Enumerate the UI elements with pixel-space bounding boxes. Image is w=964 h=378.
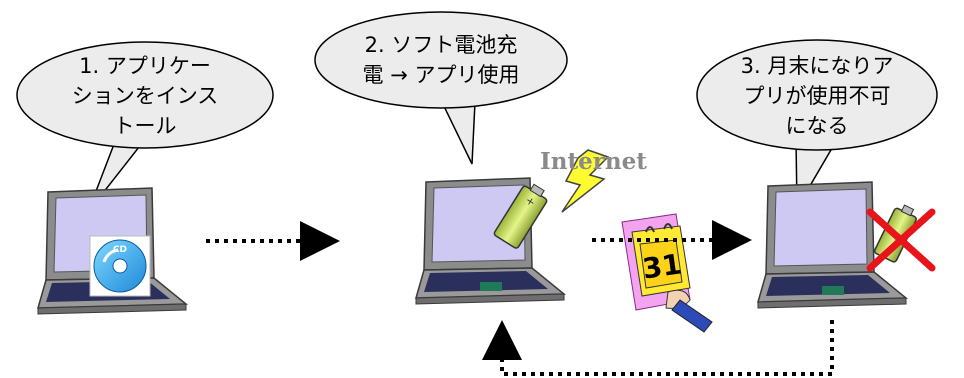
laptop-icon xyxy=(756,181,909,309)
cross-mark-icon xyxy=(866,208,936,272)
calendar-day: 31 xyxy=(640,247,683,285)
step-1-line: ションをインス xyxy=(71,84,219,108)
lightning-bolt-icon xyxy=(561,149,610,213)
step-1-text: 1. アプリケー ションをインス トール xyxy=(62,51,228,141)
cd-icon: CD xyxy=(89,235,151,297)
speech-bubble-step-2 xyxy=(314,11,568,165)
arrow-step-3-back-to-2 xyxy=(482,320,834,376)
step-1-line: トール xyxy=(113,114,177,138)
step-1-line: 1. アプリケー xyxy=(79,54,211,78)
calendar-icon: 31 xyxy=(621,213,713,333)
step-2-text: 2. ソフト電池充 電 → アプリ使用 xyxy=(358,30,524,90)
step-3-line: 3. 月末になりア xyxy=(740,54,894,78)
battery-icon: + xyxy=(493,183,548,249)
laptop-icon xyxy=(414,177,567,305)
cd-label: CD xyxy=(113,245,127,255)
step-3-text: 3. 月末になりア プリが使用不可 になる xyxy=(734,51,900,141)
step-2-line: 2. ソフト電池充 xyxy=(364,33,518,57)
step-2-line: 電 → アプリ使用 xyxy=(362,63,520,87)
internet-label: Internet xyxy=(540,148,647,175)
step-3-line: になる xyxy=(785,114,849,138)
step-3-line: プリが使用不可 xyxy=(743,84,891,108)
